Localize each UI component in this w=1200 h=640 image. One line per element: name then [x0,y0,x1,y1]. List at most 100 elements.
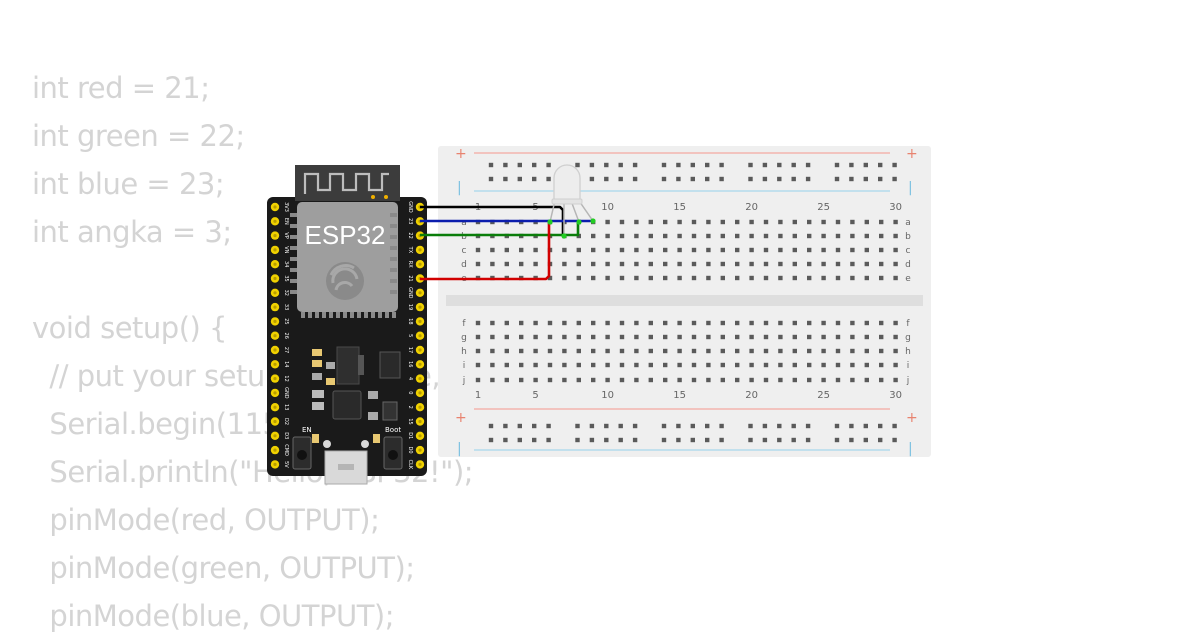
pin-label: D3 [283,432,289,439]
breadboard-hole [864,261,869,267]
rail-hole [690,162,695,168]
module-pin [390,290,397,294]
row-letter: c [906,246,911,256]
rail-hole [805,162,811,168]
breadboard-hole [835,348,841,354]
breadboard-hole [605,275,610,281]
breadboard-hole [893,362,898,368]
breadboard-hole [835,233,841,239]
module-pin [329,312,333,318]
breadboard-hole [504,320,509,326]
breadboard-hole [720,233,725,239]
en-button[interactable] [292,436,312,470]
header-pin-hole [418,334,422,338]
breadboard-hole [619,320,625,326]
header-pin-hole [273,462,277,466]
red-wire[interactable] [420,222,551,281]
rail-hole [488,423,494,429]
rail-hole [777,176,782,182]
rail-hole [863,437,868,443]
row-letter: b [461,232,467,242]
breadboard-hole [763,377,769,383]
pin-label: GND [283,387,289,399]
module-pin [322,312,326,318]
module-pin [290,235,297,239]
breadboard-hole [706,377,711,383]
header-pin-hole [418,405,422,409]
rail-hole [661,162,667,168]
green-wire[interactable] [420,223,580,237]
breadboard-hole [893,261,898,267]
module-pin [290,279,297,283]
breadboard-hole [475,362,481,368]
smd-diode [312,390,324,398]
gnd-wire[interactable] [420,205,565,236]
rail-hole [618,176,623,182]
rail-hole [604,176,609,182]
breadboard-hole [807,219,812,225]
pin-label: VP [283,232,289,238]
breadboard-hole [879,377,884,383]
breadboard-hole [792,247,797,253]
breadboard-hole [821,247,826,253]
breadboard-hole [663,320,668,326]
breadboard-hole [864,362,869,368]
rail-hole [604,437,609,443]
breadboard-hole [619,334,625,340]
breadboard-hole [821,362,826,368]
breadboard-hole [663,261,668,267]
rail-hole [878,176,883,182]
breadboard-hole [634,247,639,253]
module-pin [390,213,397,217]
breadboard-hole [864,348,869,354]
module-pin [290,268,297,272]
breadboard-hole [763,348,769,354]
breadboard-hole [706,275,711,281]
breadboard-hole [533,334,538,340]
breadboard-hole [619,247,625,253]
module-pin [392,312,396,318]
column-number: 10 [601,390,614,401]
breadboard-hole [533,377,538,383]
rgb-led[interactable] [547,164,596,239]
breadboard-hole [807,348,812,354]
breadboard-hole [792,377,797,383]
breadboard-hole [605,348,610,354]
breadboard-hole [778,362,783,368]
led-pin-dot [590,218,596,224]
breadboard-hole [763,275,769,281]
pin-label: 15 [407,418,413,424]
pin-label: GND [407,201,413,213]
breadboard-hole [835,377,841,383]
breadboard-hole [519,261,524,267]
breadboard-hole [821,320,826,326]
transistor [379,351,401,379]
breadboard-hole [735,247,740,253]
breadboard-hole [677,377,682,383]
breadboard-hole [648,334,653,340]
breadboard-hole [720,247,725,253]
header-pin-hole [418,348,422,352]
breadboard-hole [850,348,855,354]
rail-hole [748,437,753,443]
pin-label: 19 [407,304,413,310]
breadboard-hole [605,261,610,267]
antenna-module [295,165,400,201]
breadboard-hole [735,261,740,267]
breadboard-hole [821,261,826,267]
module-pin [308,312,312,318]
boot-button[interactable] [383,436,403,470]
esp32-board[interactable]: ESP32 EN Boot [267,165,427,485]
breadboard-hole [778,320,783,326]
rail-hole [719,437,724,443]
smd-capacitor [312,349,322,356]
module-pin [371,312,375,318]
module-pin [290,224,297,228]
header-pin-hole [273,205,277,209]
breadboard[interactable]: + + | | + + | | 115510101515202025253030… [438,146,931,457]
breadboard-hole [720,320,725,326]
breadboard-hole [879,261,884,267]
header-pin-hole [273,348,277,352]
breadboard-hole [619,233,625,239]
rail-hole [762,176,768,182]
